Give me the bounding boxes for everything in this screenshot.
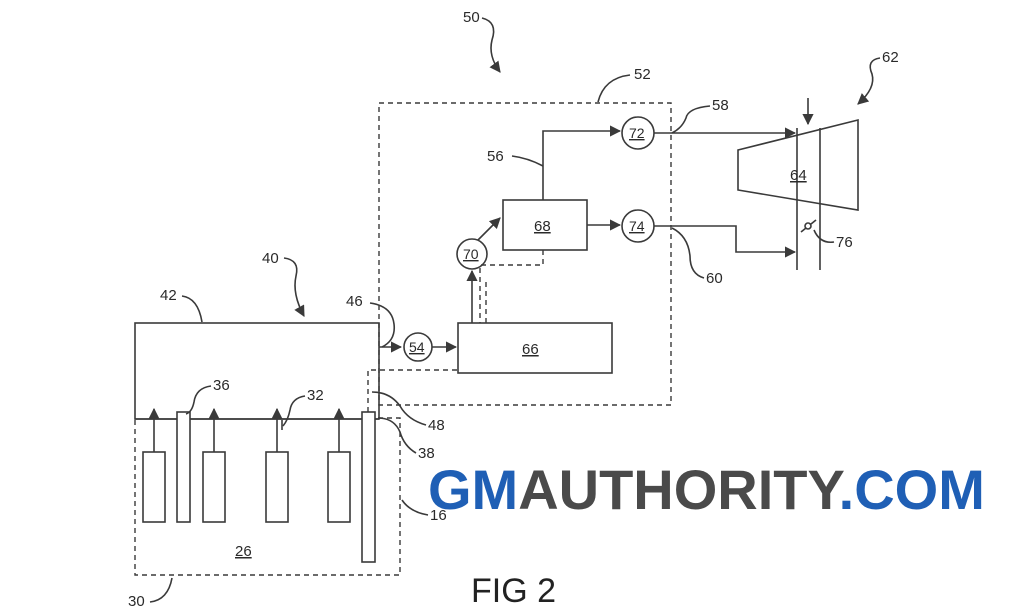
figure-caption: FIG 2 xyxy=(471,572,556,610)
cell-1 xyxy=(142,451,166,523)
watermark-gm: GM xyxy=(428,458,518,521)
callout-56: 56 xyxy=(487,148,504,165)
dashed-region-52 xyxy=(378,102,672,406)
turbine-64 xyxy=(737,118,859,211)
callout-46: 46 xyxy=(346,293,363,310)
callout-60: 60 xyxy=(706,270,723,287)
callout-76: 76 xyxy=(836,234,853,251)
rod-38 xyxy=(361,411,376,563)
label-68: 68 xyxy=(534,218,551,235)
dashed-region-30 xyxy=(134,417,401,576)
watermark-authority: AUTHORITY xyxy=(518,458,844,521)
callout-58: 58 xyxy=(712,97,729,114)
cell-4 xyxy=(327,451,351,523)
cell-2 xyxy=(202,451,226,523)
callout-16: 16 xyxy=(430,507,447,524)
watermark: GMAUTHORITY.COM xyxy=(428,458,985,521)
box-42 xyxy=(134,322,380,420)
callout-50: 50 xyxy=(463,9,480,26)
callout-40: 40 xyxy=(262,250,279,267)
callout-32: 32 xyxy=(307,387,324,404)
label-74: 74 xyxy=(629,218,645,234)
callout-48: 48 xyxy=(428,417,445,434)
callout-62: 62 xyxy=(882,49,899,66)
callout-52: 52 xyxy=(634,66,651,83)
callout-30: 30 xyxy=(128,593,145,610)
callout-36: 36 xyxy=(213,377,230,394)
label-70: 70 xyxy=(463,246,479,262)
callout-42: 42 xyxy=(160,287,177,304)
cell-3 xyxy=(265,451,289,523)
label-72: 72 xyxy=(629,125,645,141)
label-26: 26 xyxy=(235,543,252,560)
sensor-70 xyxy=(456,238,488,270)
box-66 xyxy=(457,322,613,374)
callout-38: 38 xyxy=(418,445,435,462)
rod-36 xyxy=(176,411,191,523)
label-64: 64 xyxy=(790,167,807,184)
label-54: 54 xyxy=(409,339,425,355)
watermark-com: .COM xyxy=(839,458,985,521)
label-66: 66 xyxy=(522,341,539,358)
